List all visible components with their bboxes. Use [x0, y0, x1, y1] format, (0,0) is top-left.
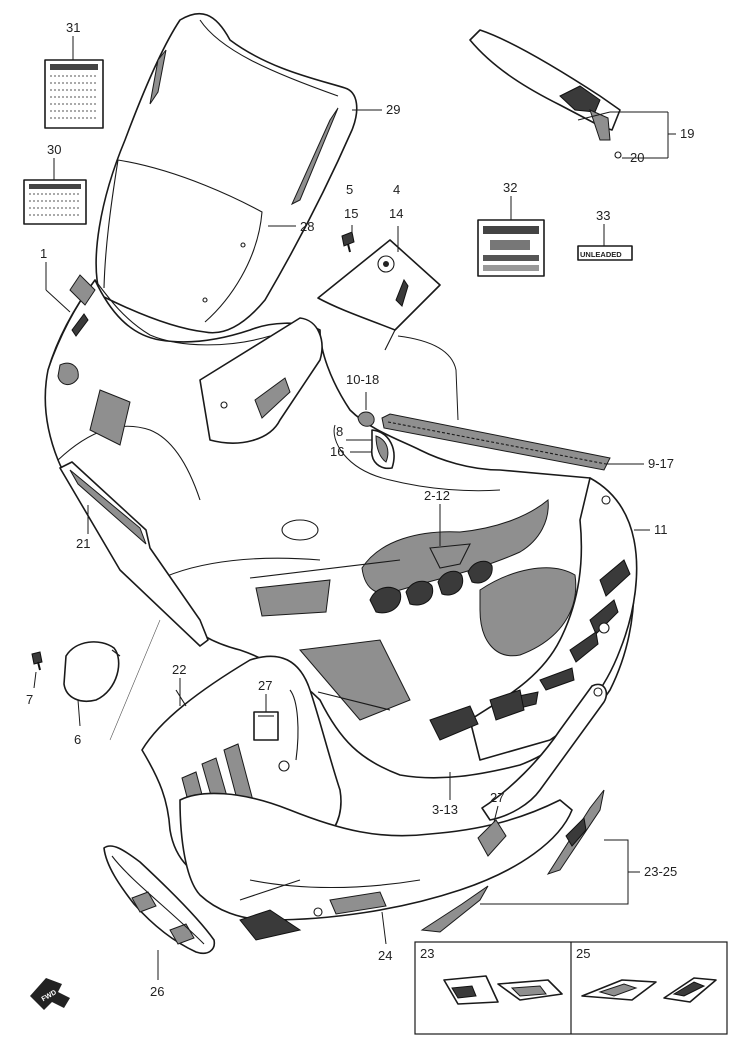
callout-10-18: 10-18 [346, 372, 379, 387]
callout-26: 26 [150, 984, 164, 999]
label-sticker-33: UNLEADED [577, 224, 633, 261]
bracket-4 [317, 239, 441, 351]
callout-22: 22 [172, 662, 186, 677]
screw-7 [31, 651, 43, 671]
inset-label-23: 23 [420, 946, 434, 961]
callout-23-25: 23-25 [644, 864, 677, 879]
callout-27-lower: 27 [490, 790, 504, 805]
windscreen-inner-28 [103, 159, 263, 323]
callout-28-top: 28 [300, 219, 314, 234]
badge-33-text: UNLEADED [580, 250, 622, 259]
callout-3-13: 3-13 [432, 802, 458, 817]
callout-5: 5 [346, 182, 353, 197]
callout-6: 6 [74, 732, 81, 747]
front-direction-arrow: FWD [30, 978, 70, 1010]
grommet-8 [370, 429, 395, 470]
plug-27-upper [253, 694, 279, 741]
side-bracket-21 [59, 461, 209, 741]
callout-19: 19 [680, 126, 694, 141]
vent-openings [249, 519, 525, 741]
callout-31: 31 [66, 20, 80, 35]
callout-15: 15 [344, 206, 358, 221]
label-sticker-31 [44, 36, 104, 129]
plug-27-lower [477, 805, 507, 857]
upper-cowl-1 [44, 274, 635, 779]
callout-7: 7 [26, 692, 33, 707]
windscreen-29 [95, 12, 358, 334]
callout-27-upper: 27 [258, 678, 272, 693]
side-panel-23-25 [420, 789, 605, 933]
inset-parts-25 [581, 977, 717, 1003]
callout-29: 29 [386, 102, 400, 117]
callout-20: 20 [630, 150, 644, 165]
inner-panel [199, 317, 323, 444]
grommet-10-18 [357, 411, 375, 427]
cover-cap-6 [63, 641, 121, 702]
label-sticker-32 [477, 196, 545, 277]
callout-32: 32 [503, 180, 517, 195]
under-cowl-24 [179, 792, 573, 941]
callout-9-17: 9-17 [648, 456, 674, 471]
callout-16: 16 [330, 444, 344, 459]
callout-1: 1 [40, 246, 47, 261]
screw-5 [341, 231, 355, 253]
decal-emblem-2-12 [361, 499, 549, 614]
callout-8: 8 [336, 424, 343, 439]
inset-label-25: 25 [576, 946, 590, 961]
callout-11: 11 [654, 522, 668, 537]
mirror-cover-19 [469, 29, 622, 159]
duct-26 [103, 845, 216, 955]
inset-parts-23 [443, 975, 563, 1005]
callout-2-12: 2-12 [424, 488, 450, 503]
label-sticker-30 [23, 158, 87, 225]
callout-14: 14 [389, 206, 403, 221]
callout-4: 4 [393, 182, 400, 197]
callout-21: 21 [76, 536, 90, 551]
callout-30: 30 [47, 142, 61, 157]
callout-24: 24 [378, 948, 392, 963]
side-strake [481, 683, 608, 821]
callout-33: 33 [596, 208, 610, 223]
